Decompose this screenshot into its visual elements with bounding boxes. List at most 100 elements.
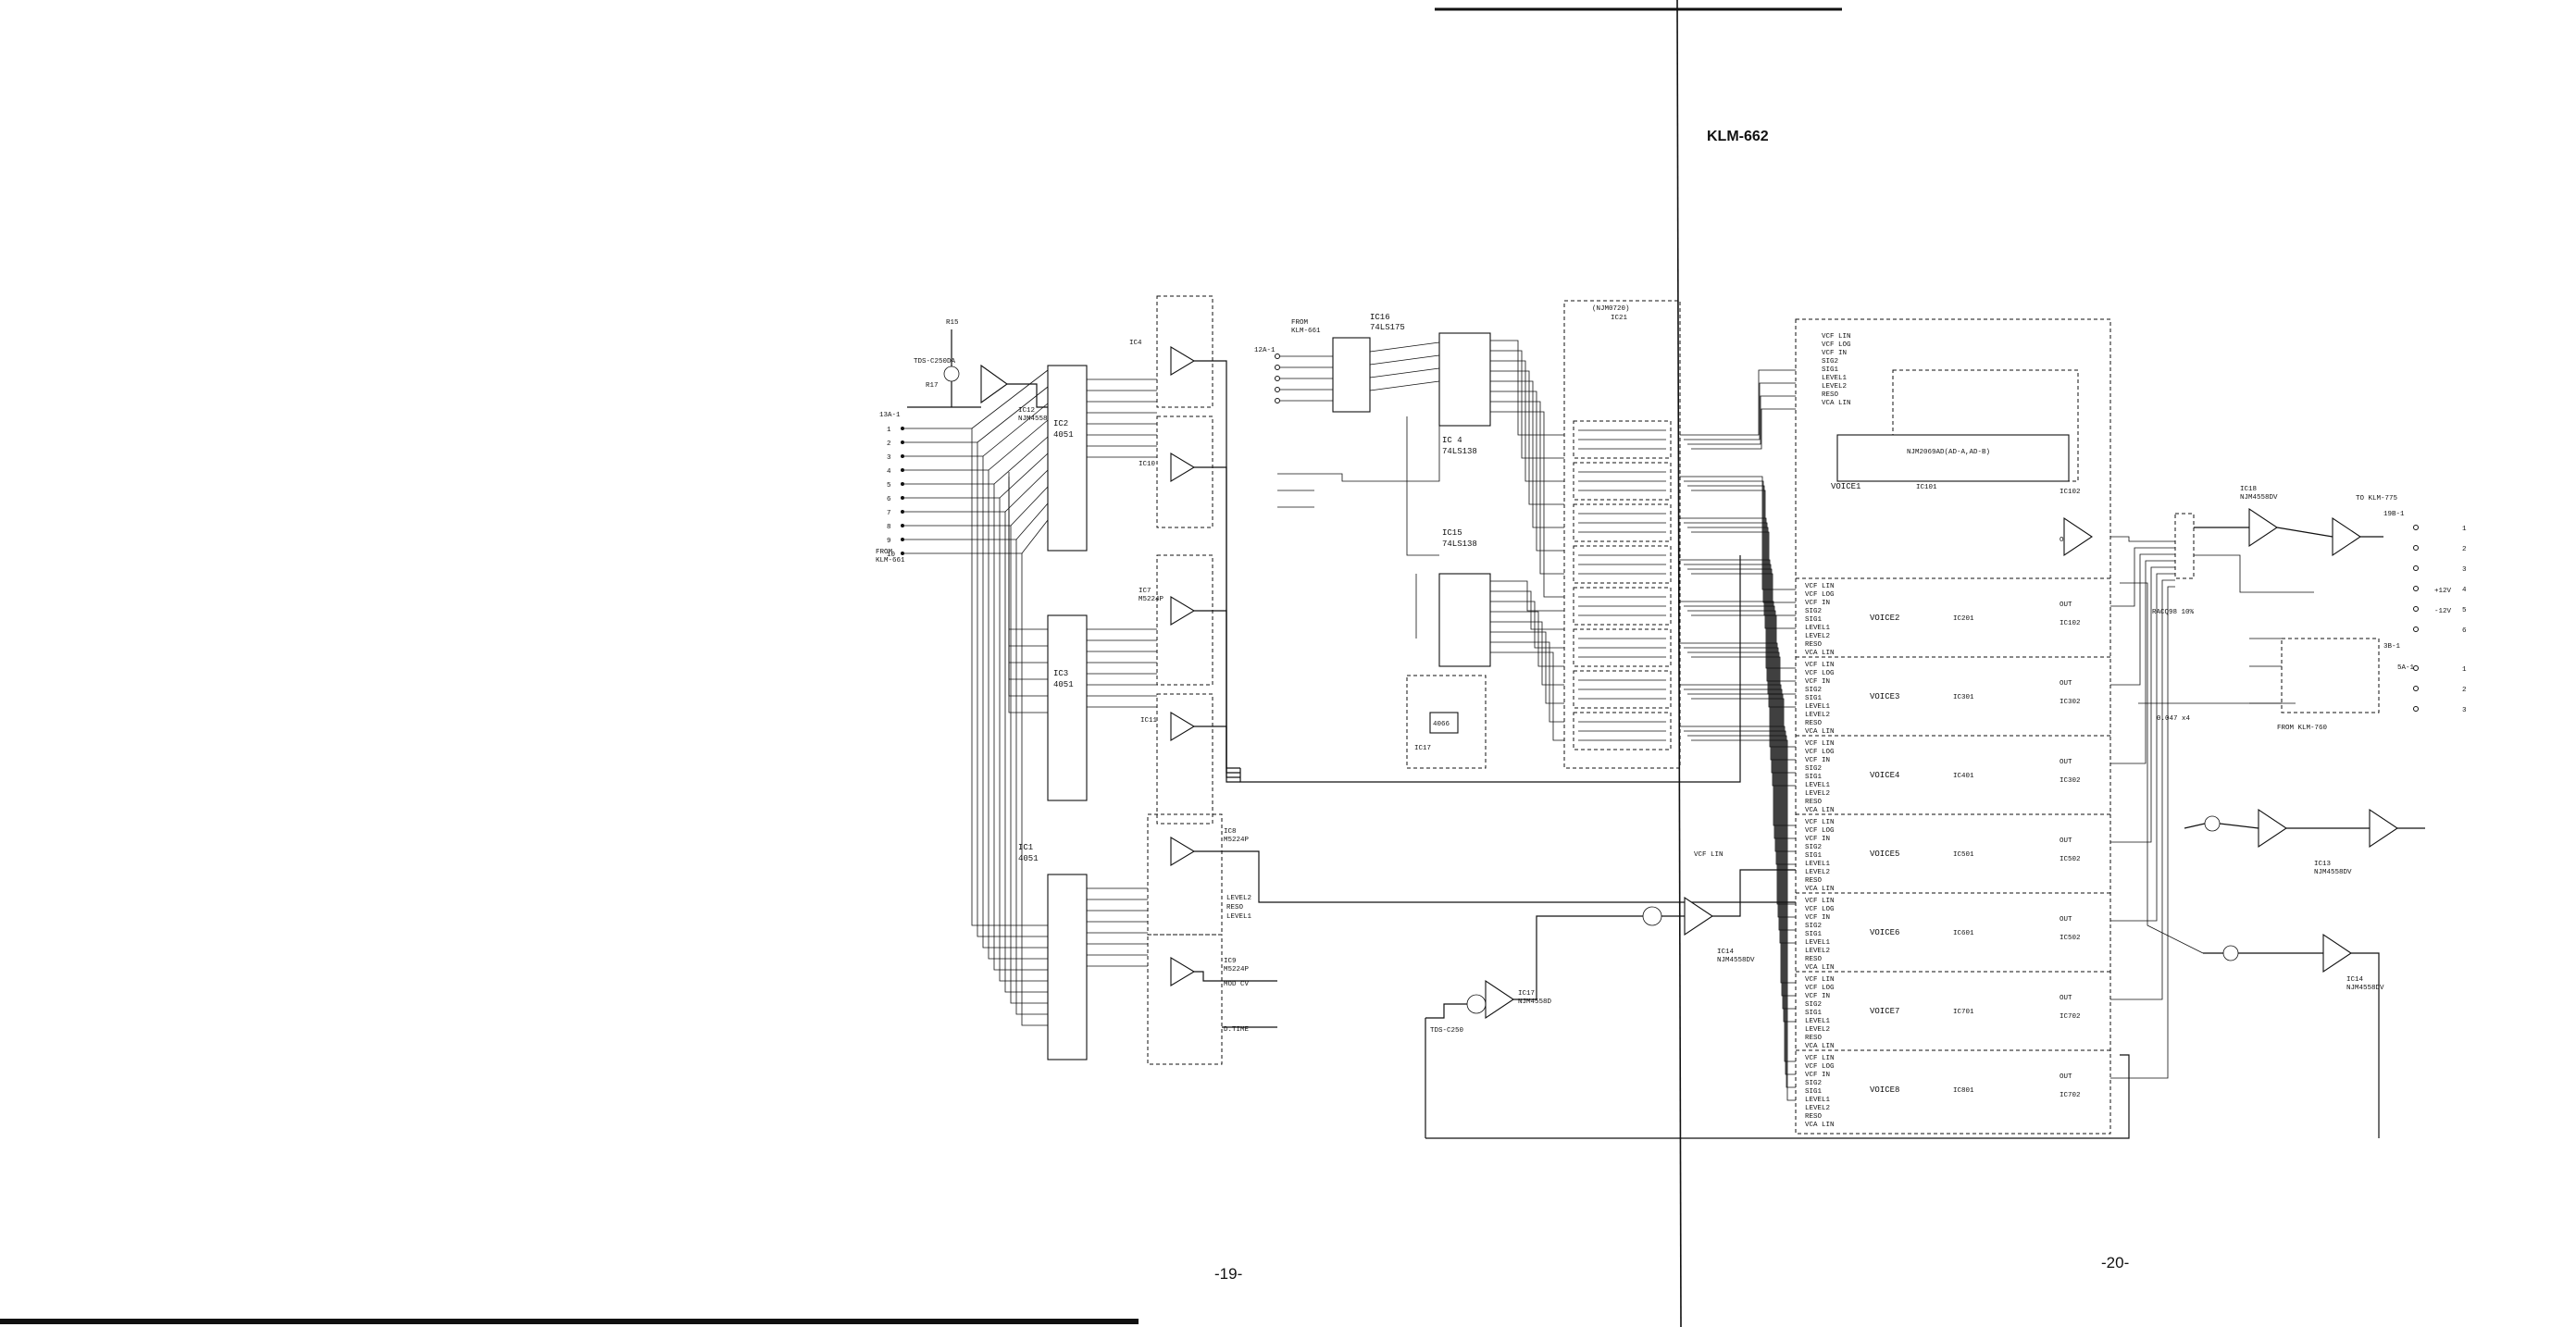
voice-pin-label: SIG1 <box>1805 931 1823 938</box>
wire <box>904 486 1049 527</box>
wire <box>1008 481 1048 664</box>
wire <box>1691 490 1796 629</box>
wire <box>1490 391 1564 552</box>
left-pin-dot <box>901 552 904 555</box>
voice-pin-label: LEVEL1 <box>1805 703 1831 711</box>
voice-label: VOICE5 <box>1870 850 1899 859</box>
wire <box>1687 735 1796 1088</box>
ic17-switch-ref: IC17 <box>1414 745 1431 752</box>
r15-label: R15 <box>946 319 959 327</box>
ic11-ref: IC11 <box>1140 717 1158 725</box>
page-fold-line <box>1676 0 1682 1327</box>
voice-ic-b: IC102 <box>2060 620 2081 627</box>
wire <box>1691 614 1796 865</box>
voice-pin-label: VCF IN <box>1805 914 1830 922</box>
voice-label: VOICE1 <box>1831 482 1860 491</box>
right-connector-to: TO KLM-775 <box>2356 495 2398 502</box>
decoder-section: FROM KLM-661 12A-1 IC16 74LS175 IC 4 74L… <box>1254 313 1491 769</box>
voice-pin-label: RESO <box>1805 799 1823 806</box>
ic16-latch <box>1332 337 1371 413</box>
top-pin-dot <box>1275 398 1280 403</box>
voice-ic-a: IC601 <box>1953 930 1974 937</box>
voice-pin-label: VCF IN <box>1805 678 1830 686</box>
left-pin-label: 2 <box>887 440 891 448</box>
wire <box>1490 590 1564 630</box>
voice-pin-label: VCF LIN <box>1805 898 1835 905</box>
ic2-mux: IC2 4051 <box>1047 365 1088 552</box>
ic7-part: M5224P <box>1139 596 1164 603</box>
voice-pin-label: VCA LIN <box>1822 400 1851 407</box>
ic18-part: NJM4558DV <box>2240 494 2278 502</box>
voice-ic-b: IC702 <box>2060 1092 2081 1099</box>
voice-label: VOICE2 <box>1870 614 1899 623</box>
left-connector-from: FROM <box>876 549 893 556</box>
right-pin-label: 2 <box>2462 546 2467 553</box>
voice-pin-label: RESO <box>1805 1113 1823 1121</box>
left-pin-dot <box>901 496 904 500</box>
wire <box>1687 485 1796 616</box>
wire <box>1687 395 1796 445</box>
voice-pin-label: LEVEL1 <box>1805 939 1831 947</box>
voice-pin-label: LEVEL2 <box>1805 1026 1830 1034</box>
ic8-ref: IC8 <box>1224 828 1237 836</box>
wire <box>1194 850 1796 903</box>
wire <box>993 484 1048 971</box>
left-pin-dot <box>901 454 904 458</box>
voice-pin-label: RESO <box>1805 1035 1823 1042</box>
right-bottom-pin-dot <box>2413 665 2419 671</box>
mux-input-bus <box>904 369 1049 1026</box>
wire <box>1277 426 1440 482</box>
voice-pin-label: VCF LOG <box>1805 827 1835 835</box>
wire <box>1194 610 1240 778</box>
right-bottom-pin-label: 3 <box>2462 707 2467 714</box>
voice-pin-label: VCF LOG <box>1805 1063 1835 1071</box>
voice-out-label: OUT <box>2060 601 2072 609</box>
transistor-label: TDS-C250DA <box>914 358 956 366</box>
wire <box>1680 726 1796 1062</box>
switch-row-box <box>1573 628 1672 667</box>
voice-out-label: OUT <box>2060 995 2072 1002</box>
wire <box>1369 341 1440 353</box>
vcc-label: +12V <box>2434 588 2452 595</box>
left-pin-label: 10 <box>887 552 896 559</box>
ic101-part: NJM2069AD(AD-A,AD-B) <box>1907 449 1990 456</box>
wire <box>1194 971 1277 982</box>
wire <box>1490 631 1564 704</box>
right-pin-label: 1 <box>2462 526 2467 533</box>
right-pin-label: 3 <box>2462 566 2467 574</box>
top-pin-dot <box>1275 387 1280 392</box>
wire <box>1687 568 1796 774</box>
wire <box>1490 401 1564 575</box>
left-pin-dot <box>901 538 904 541</box>
ic14-ref: IC14 <box>1717 949 1735 956</box>
voice-pin-label: VCA LIN <box>1805 964 1835 972</box>
ic17-switch-part: 4066 <box>1433 721 1450 728</box>
voice-pin-label: LEVEL1 <box>1805 782 1831 789</box>
top-pin-dot <box>1275 376 1280 381</box>
voice-pin-label: VCF LIN <box>1805 740 1835 748</box>
ic15-ref: IC15 <box>1442 528 1462 538</box>
voice-pin-label: VCA LIN <box>1805 650 1835 657</box>
voice-pin-label: SIG1 <box>1805 616 1823 624</box>
ic1-ref: IC1 <box>1018 843 1033 852</box>
voice-ic-b: IC102 <box>2060 489 2081 496</box>
sample-hold-wires <box>1087 360 1796 1028</box>
switch-array-ref: IC21 <box>1611 315 1628 322</box>
wire <box>1691 531 1796 708</box>
wire <box>2194 554 2314 593</box>
voice-pin-label: SIG2 <box>1805 687 1822 694</box>
wire <box>2110 573 2175 922</box>
input-buffer-section: TDS-C250DA R15 R17 IC12 NJM4558D <box>907 319 1064 423</box>
wire <box>1490 350 1564 459</box>
voice-pin-label: LEVEL2 <box>1805 790 1830 798</box>
voice-pin-label: VCA LIN <box>1805 1043 1835 1050</box>
wire <box>904 386 1049 443</box>
top-connector-from: FROM <box>1291 319 1309 327</box>
voice-pin-label: SIG1 <box>1805 774 1823 781</box>
vr-array-label: RACQ98 10% <box>2152 609 2195 616</box>
top-pin-dot <box>1275 365 1280 370</box>
voice-pin-label: VCF IN <box>1805 757 1830 764</box>
right-pin-label: 6 <box>2462 627 2467 635</box>
